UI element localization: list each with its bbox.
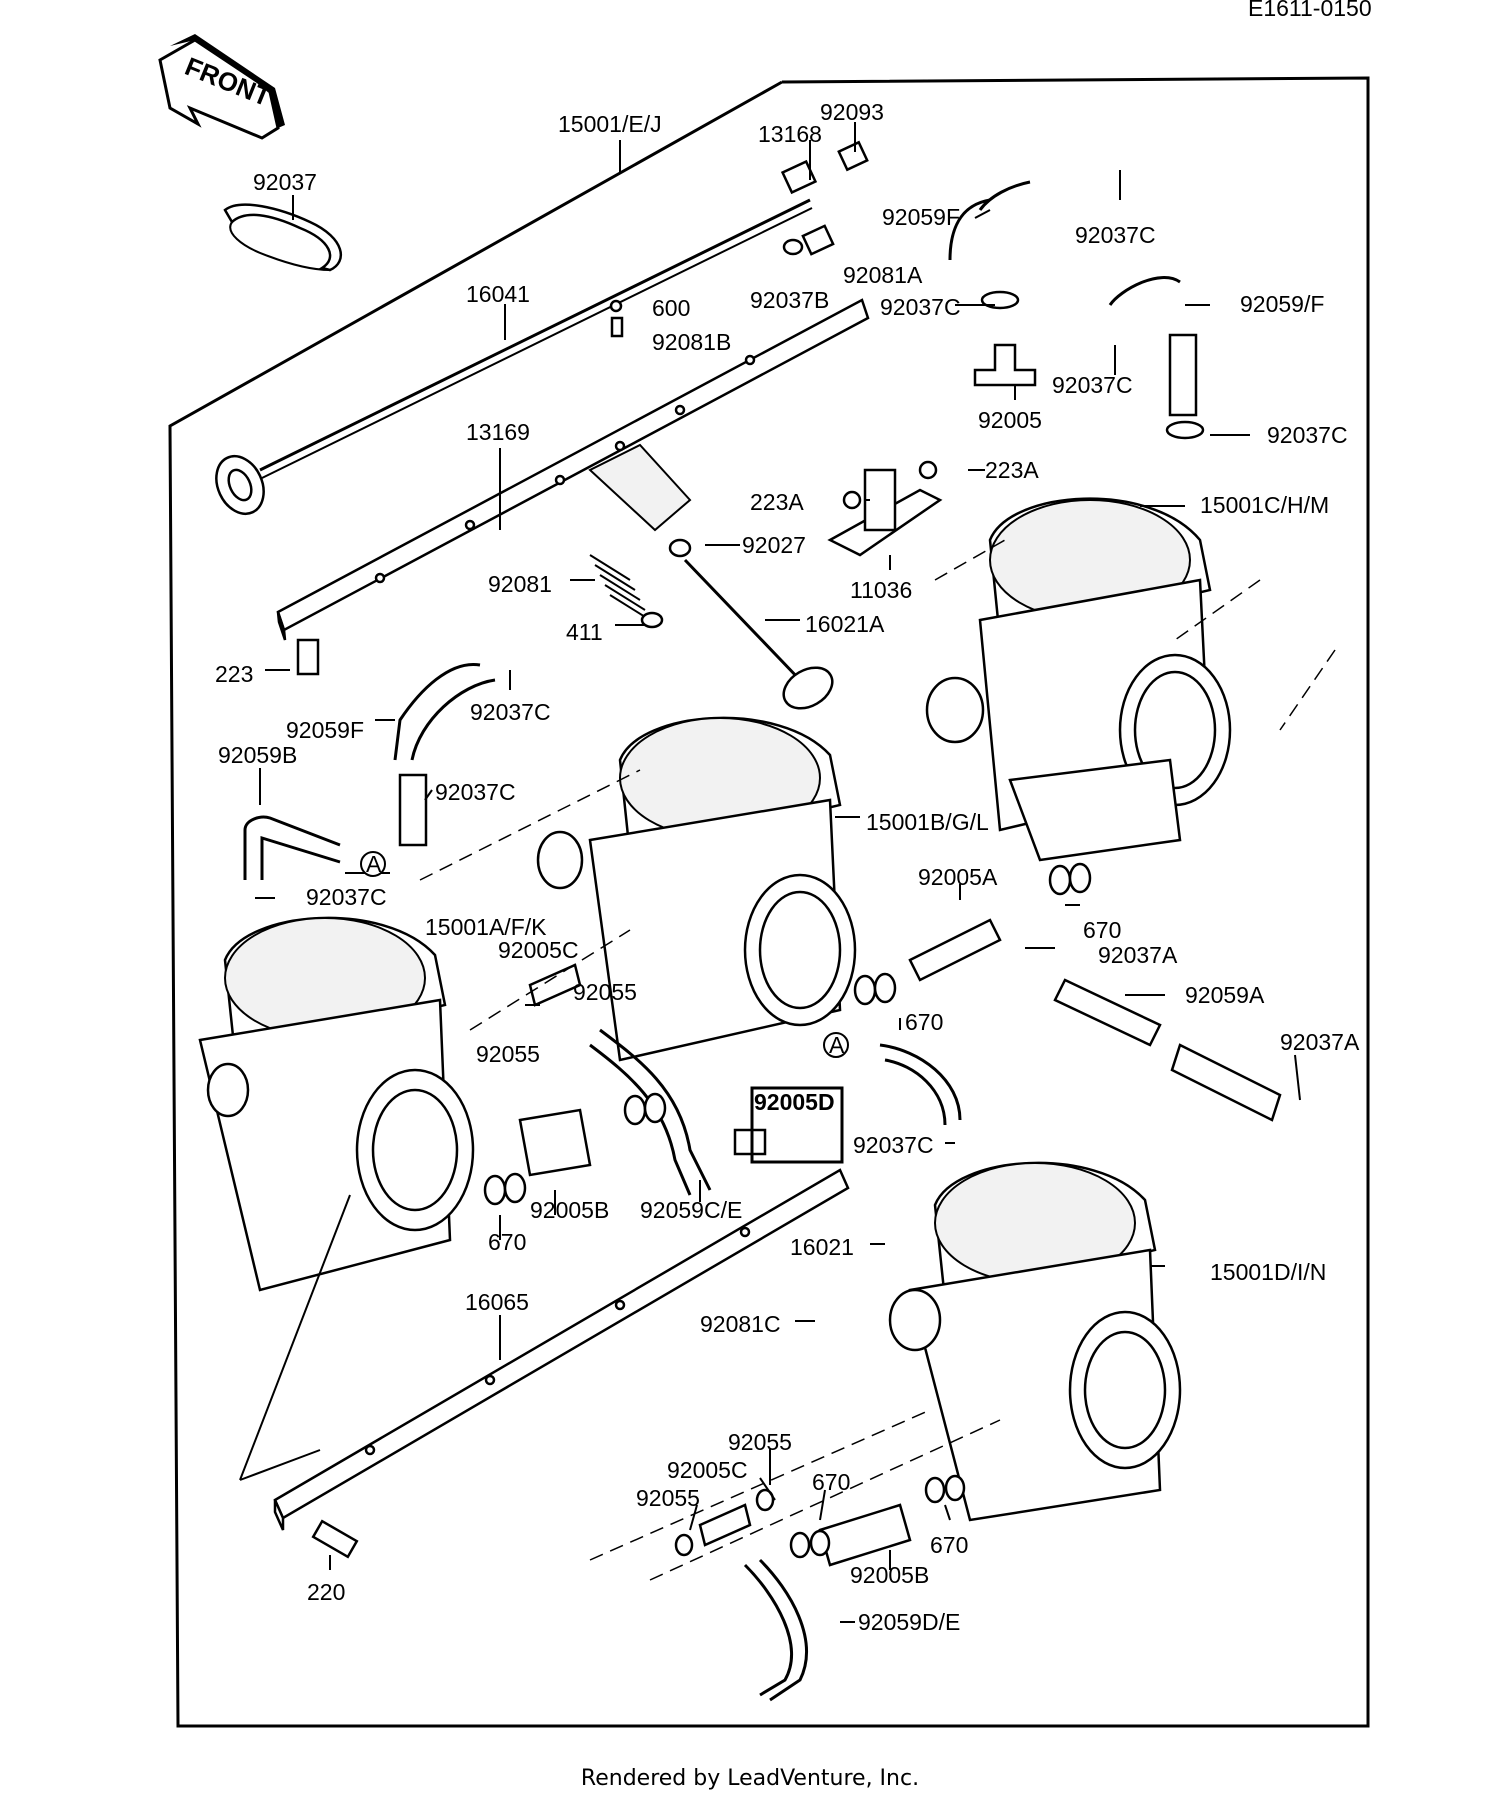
label-92055-c: 92055 <box>728 1429 792 1455</box>
label-92081: 92081 <box>488 571 552 597</box>
label-670-d: 670 <box>812 1469 850 1495</box>
label-92059DE: 92059D/E <box>858 1609 960 1635</box>
label-11036: 11036 <box>850 577 912 603</box>
svg-text:A: A <box>829 1032 845 1058</box>
label-92037C-e: 92037C <box>470 699 551 725</box>
label-92005C-a: 92005C <box>498 937 579 963</box>
label-223A-b: 223A <box>750 489 804 515</box>
label-92005B-b: 92005B <box>850 1562 929 1588</box>
label-92059A: 92059A <box>1185 982 1265 1008</box>
label-223: 223 <box>215 661 253 687</box>
bar-16065 <box>273 1168 850 1559</box>
label-92005: 92005 <box>978 407 1042 433</box>
label-92005B-a: 92005B <box>530 1197 609 1223</box>
marker-a-left: A <box>360 851 386 877</box>
label-92037B: 92037B <box>750 287 829 313</box>
label-16021A: 16021A <box>805 611 885 637</box>
label-92037C-d: 92037C <box>1267 422 1348 448</box>
label-220: 220 <box>307 1579 345 1605</box>
label-92037: 92037 <box>253 169 317 195</box>
label-15001DIN: 15001D/I/N <box>1210 1259 1326 1285</box>
fittings-and-orings <box>483 862 1092 1702</box>
hose-set-top-right <box>948 180 1205 440</box>
part-labels: 15001/E/J 92093 13168 92037 92059F 92037… <box>215 99 1360 1635</box>
diagram-code: E1611-0150 <box>1248 0 1372 21</box>
shaft-16041 <box>215 198 813 515</box>
label-15001BGL: 15001B/G/L <box>866 809 989 835</box>
label-223A-a: 223A <box>985 457 1039 483</box>
front-arrow-icon: FRONT <box>158 34 285 140</box>
label-92037C-f: 92037C <box>435 779 516 805</box>
label-16021: 16021 <box>790 1234 854 1260</box>
label-92059F-left: 92059F <box>286 717 364 743</box>
bracket-11036 <box>827 460 943 557</box>
label-670-a: 670 <box>1083 917 1121 943</box>
label-15001EJ: 15001/E/J <box>558 111 662 137</box>
label-92059F-top: 92059F <box>882 204 960 230</box>
bracket-13169 <box>276 298 870 641</box>
diagram-frame <box>168 76 1370 1728</box>
footer-credit: Rendered by LeadVenture, Inc. <box>580 1766 920 1791</box>
label-92055-a: 92055 <box>573 979 637 1005</box>
label-92005A: 92005A <box>918 864 998 890</box>
label-92059B: 92059B <box>218 742 297 768</box>
label-670-e: 670 <box>930 1532 968 1558</box>
label-92037A-b: 92037A <box>1280 1029 1360 1055</box>
label-92027: 92027 <box>742 532 806 558</box>
label-92037C-c: 92037C <box>1052 372 1133 398</box>
label-92037C-b: 92037C <box>880 294 961 320</box>
box-92005D <box>750 1086 844 1164</box>
leader-lines <box>239 122 1301 1623</box>
label-92005D: 92005D <box>754 1089 835 1115</box>
label-92037A-a: 92037A <box>1098 942 1178 968</box>
carburetor-15001AFK <box>198 916 475 1292</box>
label-92055-d: 92055 <box>636 1485 700 1511</box>
carburetor-15001BGL <box>536 716 857 1062</box>
assembly-dashed-lines <box>419 539 1336 1581</box>
label-92037C-g: 92037C <box>306 884 387 910</box>
label-92081A: 92081A <box>843 262 923 288</box>
label-92055-b: 92055 <box>476 1041 540 1067</box>
svg-text:A: A <box>366 851 382 877</box>
label-670-c: 670 <box>488 1229 526 1255</box>
label-16065: 16065 <box>465 1289 529 1315</box>
label-670-b: 670 <box>905 1009 943 1035</box>
label-92081C: 92081C <box>700 1311 781 1337</box>
label-92059F-right: 92059/F <box>1240 291 1324 317</box>
marker-a-right: A <box>823 1032 849 1058</box>
label-92081B: 92081B <box>652 329 731 355</box>
springs-and-screws <box>296 538 834 710</box>
label-15001CHM: 15001C/H/M <box>1200 492 1329 518</box>
label-16041: 16041 <box>466 281 530 307</box>
label-13168: 13168 <box>758 121 822 147</box>
label-13169: 13169 <box>466 419 530 445</box>
carburetor-15001CHM <box>925 497 1232 862</box>
clip-92037 <box>223 203 343 272</box>
label-92037C-a: 92037C <box>1075 222 1156 248</box>
label-600: 600 <box>652 295 690 321</box>
carburetor-15001DIN <box>888 1161 1182 1522</box>
label-92005C-b: 92005C <box>667 1457 748 1483</box>
label-411: 411 <box>566 619 603 645</box>
label-92059CE: 92059C/E <box>640 1197 742 1223</box>
label-15001AFK: 15001A/F/K <box>425 914 547 940</box>
label-92037C-h: 92037C <box>853 1132 934 1158</box>
label-92093: 92093 <box>820 99 884 125</box>
